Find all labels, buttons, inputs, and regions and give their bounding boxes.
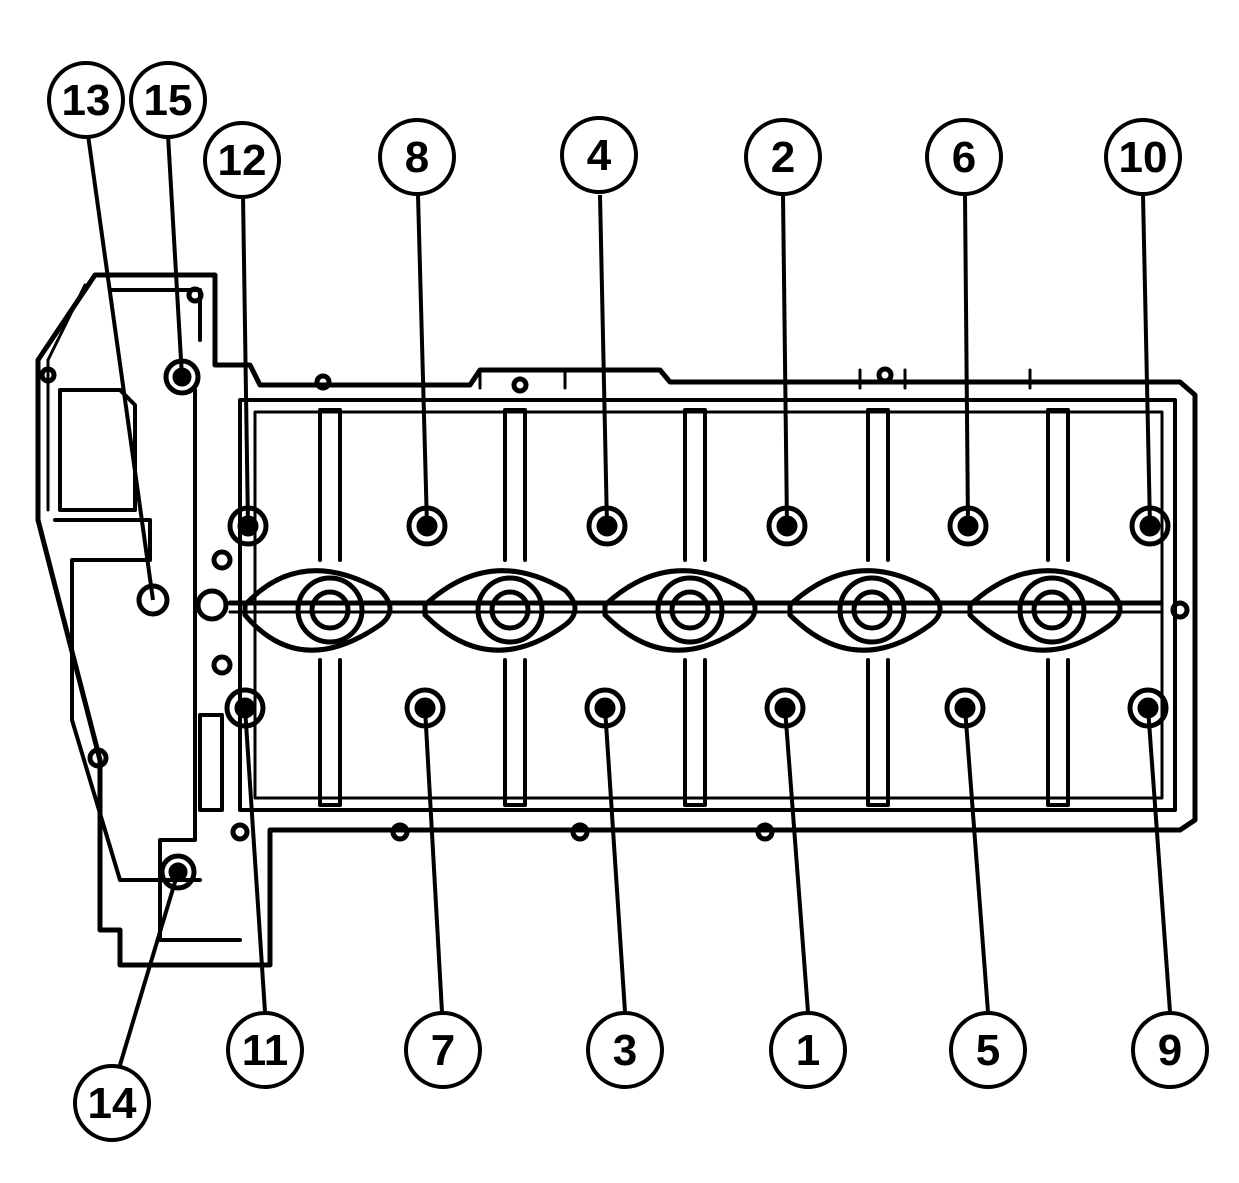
- leader-2: [781, 194, 789, 527]
- svg-text:14: 14: [88, 1079, 137, 1128]
- svg-text:12: 12: [218, 136, 267, 185]
- svg-text:10: 10: [1119, 133, 1168, 182]
- journal-bore: [655, 575, 725, 645]
- housing-outline: [35, 272, 1198, 968]
- leader-12: [241, 194, 250, 527]
- callout-7: 7: [404, 1011, 482, 1089]
- callout-2: 2: [744, 118, 822, 196]
- callout-4: 4: [560, 116, 638, 194]
- callout-9: 9: [1131, 1011, 1209, 1089]
- callout-15: 15: [129, 61, 207, 139]
- svg-text:3: 3: [613, 1026, 637, 1075]
- leader-9: [1146, 707, 1172, 1013]
- svg-text:9: 9: [1158, 1026, 1182, 1075]
- cam-bridge-3: [602, 568, 758, 653]
- cam-bridge-2: [422, 568, 578, 653]
- bolt-head-14: [159, 853, 197, 891]
- callout-6: 6: [925, 118, 1003, 196]
- svg-text:15: 15: [144, 76, 193, 125]
- callout-3: 3: [586, 1011, 664, 1089]
- leader-7: [423, 707, 444, 1013]
- callout-14: 14: [73, 1064, 151, 1142]
- leader-5: [963, 707, 990, 1013]
- leader-1: [783, 707, 810, 1013]
- callout-5: 5: [949, 1011, 1027, 1089]
- leader-3: [603, 707, 627, 1013]
- cam-bridge-4: [787, 568, 943, 653]
- svg-text:13: 13: [62, 76, 111, 125]
- leader-14: [118, 871, 180, 1066]
- cam-bridge-1: [242, 568, 393, 653]
- callout-11: 11: [226, 1011, 304, 1089]
- svg-text:1: 1: [796, 1026, 820, 1075]
- svg-text:4: 4: [587, 131, 612, 180]
- svg-text:7: 7: [431, 1026, 455, 1075]
- svg-text:2: 2: [771, 133, 795, 182]
- svg-text:6: 6: [952, 133, 976, 182]
- journal-bore: [1017, 575, 1087, 645]
- leader-15: [166, 134, 184, 378]
- leader-11: [243, 707, 267, 1013]
- callout-10: 10: [1104, 118, 1182, 196]
- cam-bridge-5: [967, 568, 1123, 653]
- journal-bore: [475, 575, 545, 645]
- callout-8: 8: [378, 118, 456, 196]
- svg-text:5: 5: [976, 1026, 1000, 1075]
- callout-13: 13: [47, 61, 125, 139]
- leader-8: [416, 194, 429, 527]
- svg-text:8: 8: [405, 133, 429, 182]
- leader-10: [1141, 194, 1152, 527]
- leader-4: [598, 194, 609, 527]
- journal-bore: [837, 575, 907, 645]
- leader-13: [86, 134, 155, 601]
- callout-12: 12: [203, 121, 281, 199]
- svg-text:11: 11: [242, 1026, 289, 1075]
- callout-1: 1: [769, 1011, 847, 1089]
- leader-6: [963, 194, 970, 527]
- journal-bore: [295, 575, 365, 645]
